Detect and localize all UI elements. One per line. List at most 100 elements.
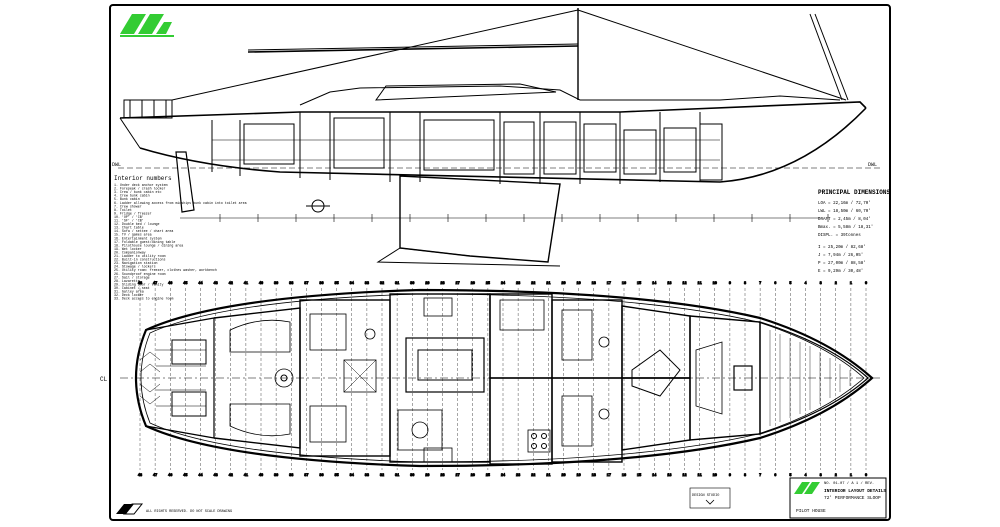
station-label-top: 38 bbox=[289, 282, 293, 286]
station-label-top: 0 bbox=[865, 282, 867, 286]
station-label-top: 29 bbox=[425, 282, 429, 286]
station-label-top: 32 bbox=[380, 282, 384, 286]
legend-line: 9. Fridge / freezer bbox=[114, 211, 152, 215]
station-label-top: 26 bbox=[471, 282, 475, 286]
profile-view: DWL DWL bbox=[112, 8, 880, 267]
pilothouse bbox=[299, 85, 841, 106]
station-label-bottom: 25 bbox=[486, 474, 490, 478]
legend-line: 7. Crew shower bbox=[114, 204, 142, 208]
title-line-1: INTERIOR LAYOUT DETAILS bbox=[824, 488, 886, 494]
interior-numbers-legend: Interior numbers 1. Under deck anchor sy… bbox=[114, 175, 247, 301]
title-line-2: 72' PERFORMANCE SLOOP bbox=[824, 495, 881, 501]
title-block: INTERIOR LAYOUT DETAILS 72' PERFORMANCE … bbox=[789, 477, 887, 519]
station-label-top: 16 bbox=[622, 282, 626, 286]
station-label-top: 3 bbox=[820, 282, 822, 286]
footer-note: ALL RIGHTS RESERVED. DO NOT SCALE DRAWIN… bbox=[146, 510, 232, 514]
station-label-bottom: 33 bbox=[365, 474, 369, 478]
station-label-bottom: 2 bbox=[835, 474, 837, 478]
legend-line: 13. Chart table bbox=[114, 226, 144, 230]
station-label-bottom: 35 bbox=[335, 474, 339, 478]
svg-text:DWL: DWL bbox=[868, 162, 877, 168]
legend-line: 15. TV / games area bbox=[114, 233, 152, 237]
dimension-row: DRAFT = 2,45m / 8,04' bbox=[818, 217, 871, 222]
station-label-bottom: 8 bbox=[744, 474, 746, 478]
dimension-row: P = 27,00m / 88,58' bbox=[818, 261, 866, 266]
station-label-bottom: 30 bbox=[410, 474, 414, 478]
station-label-top: 34 bbox=[350, 282, 354, 286]
title-small-right: NO. 01-07 / A 1 / REV. bbox=[824, 481, 874, 486]
legend-line: 22. Built-in constructions bbox=[114, 258, 165, 262]
legend-line: 11. 'SF' / 'CB' bbox=[114, 219, 144, 223]
legend-line: 16. Entertainment system bbox=[114, 236, 162, 240]
legend-line: 4. Crew bunk cabin bbox=[114, 194, 150, 198]
rudder bbox=[175, 151, 195, 213]
keel bbox=[399, 175, 561, 263]
station-label-bottom: 11 bbox=[698, 474, 702, 478]
station-label-top: 41 bbox=[244, 282, 248, 286]
sheet-border bbox=[109, 4, 891, 521]
station-label-top: 8 bbox=[744, 282, 746, 286]
station-label-bottom: 19 bbox=[577, 474, 581, 478]
legend-heading: Interior numbers bbox=[114, 175, 172, 182]
station-label-bottom: 6 bbox=[774, 474, 776, 478]
backstay bbox=[171, 9, 579, 101]
station-label-bottom: 29 bbox=[425, 474, 429, 478]
station-label-top: 11 bbox=[698, 282, 702, 286]
legend-line: 19. Wet locker bbox=[114, 247, 142, 251]
station-label-top: 37 bbox=[304, 282, 308, 286]
station-label-top: 6 bbox=[774, 282, 776, 286]
legend-line: 28. Lazarette bbox=[114, 279, 140, 283]
station-label-bottom: 37 bbox=[304, 474, 308, 478]
station-label-bottom: 3 bbox=[820, 474, 822, 478]
station-label-bottom: 27 bbox=[456, 474, 460, 478]
svg-text:DWL: DWL bbox=[112, 162, 121, 168]
station-label-bottom: 20 bbox=[561, 474, 565, 478]
station-label-top: 17 bbox=[607, 282, 611, 286]
station-label-bottom: 15 bbox=[637, 474, 641, 478]
station-label-top: 27 bbox=[456, 282, 460, 286]
station-label-top: 45 bbox=[183, 282, 187, 286]
station-label-top: 13 bbox=[667, 282, 671, 286]
dimension-row: LWL = 18,50m / 60,70' bbox=[818, 209, 871, 214]
legend-line: 20. Companionway bbox=[114, 250, 146, 254]
station-label-bottom: 18 bbox=[592, 474, 596, 478]
station-label-bottom: 12 bbox=[682, 474, 686, 478]
legend-line: 18. Pilothouse lounge / dining area bbox=[114, 243, 183, 247]
station-label-top: 21 bbox=[546, 282, 550, 286]
station-label-bottom: 36 bbox=[319, 474, 323, 478]
station-label-top: 48 bbox=[138, 282, 142, 286]
legend-line: 25. Utility room: freezer, clothes washe… bbox=[114, 268, 217, 272]
hull-bottom bbox=[139, 107, 867, 183]
title-line-3: PILOT HOUSE bbox=[796, 508, 826, 514]
station-label-top: 36 bbox=[319, 282, 323, 286]
dimension-row: I = 25,20m / 82,68' bbox=[818, 245, 866, 250]
station-label-bottom: 1 bbox=[850, 474, 852, 478]
footer-logo: ALL RIGHTS RESERVED. DO NOT SCALE DRAWIN… bbox=[116, 503, 232, 515]
station-label-bottom: 44 bbox=[198, 474, 202, 478]
station-label-bottom: 23 bbox=[516, 474, 520, 478]
station-label-bottom: 40 bbox=[259, 474, 263, 478]
station-label-top: 24 bbox=[501, 282, 505, 286]
hull-outline bbox=[134, 288, 874, 468]
station-label-bottom: 17 bbox=[607, 474, 611, 478]
station-label-top: 4 bbox=[804, 282, 806, 286]
station-label-top: 10 bbox=[713, 282, 717, 286]
boom bbox=[247, 45, 579, 53]
station-label-bottom: 0 bbox=[865, 474, 867, 478]
dimension-row: DISPL. = 39tonnes bbox=[818, 234, 861, 238]
legend-line: 8. Toilet bbox=[114, 208, 132, 212]
station-label-bottom: 26 bbox=[471, 474, 475, 478]
station-label-bottom: 14 bbox=[652, 474, 656, 478]
station-label-top: 19 bbox=[577, 282, 581, 286]
station-label-bottom: 31 bbox=[395, 474, 399, 478]
station-label-top: 25 bbox=[486, 282, 490, 286]
station-label-bottom: 9 bbox=[729, 474, 731, 478]
station-label-top: 31 bbox=[395, 282, 399, 286]
station-label-bottom: 24 bbox=[501, 474, 505, 478]
station-label-bottom: 38 bbox=[289, 474, 293, 478]
station-label-top: 2 bbox=[835, 282, 837, 286]
station-label-top: 20 bbox=[561, 282, 565, 286]
